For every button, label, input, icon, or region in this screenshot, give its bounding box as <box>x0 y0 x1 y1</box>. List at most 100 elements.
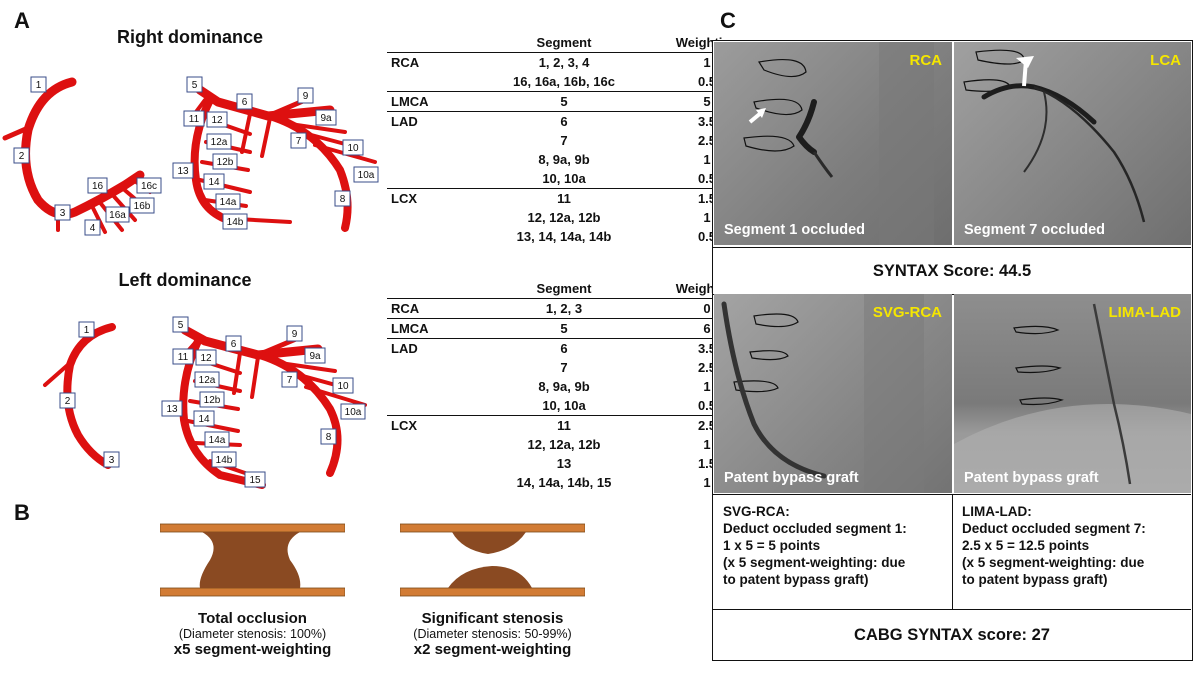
svg-text:14: 14 <box>198 414 210 425</box>
seg-label: 12b <box>199 391 225 408</box>
artery-cell <box>387 150 465 169</box>
seg-label: 15 <box>244 471 266 488</box>
svg-text:2: 2 <box>19 151 25 162</box>
lima-lad-angio-drawing <box>954 303 1191 493</box>
artery-cell: LMCA <box>387 318 465 339</box>
weighting-cell: 1.5 <box>697 456 717 471</box>
total-occlusion-caption: Total occlusion (Diameter stenosis: 100%… <box>140 610 365 658</box>
angiogram-lca: LCA Segment 7 occluded <box>954 42 1191 245</box>
seg-label: 14a <box>215 193 241 210</box>
svg-text:7: 7 <box>287 375 293 386</box>
header-artery <box>387 279 465 299</box>
weighting-cell: 1 <box>703 379 711 394</box>
lima-lad-note: LIMA-LAD: Deduct occluded segment 7: 2.5… <box>962 503 1192 588</box>
note-line: to patent bypass graft) <box>723 572 869 587</box>
right-segment-labels: 1 2 3 4 16 16a 16b 16c 5 6 9 9a 7 10 10a… <box>13 76 379 236</box>
header-segment: Segment <box>536 35 592 50</box>
lca-angio-drawing <box>963 49 1146 223</box>
panel-c-letter: C <box>720 8 736 33</box>
segment-cell: 8, 9a, 9b <box>538 152 590 167</box>
seg-label: 2 <box>13 147 30 164</box>
segment-cell: 5 <box>465 91 663 112</box>
rca-caption: Segment 1 occluded <box>724 222 866 238</box>
artery-cell: LMCA <box>387 91 465 112</box>
seg-label: 6 <box>236 93 253 110</box>
seg-label: 13 <box>172 162 194 179</box>
seg-label: 13 <box>161 400 183 417</box>
significant-stenosis-weighting: x2 segment-weighting <box>413 641 572 658</box>
left-dominance-title: Left dominance <box>118 270 252 290</box>
segment-cell: 10, 10a <box>542 398 586 413</box>
svg-text:13: 13 <box>177 166 189 177</box>
svg-text:16c: 16c <box>141 181 157 192</box>
weighting-cell: 1 <box>703 437 711 452</box>
seg-label: 11 <box>183 110 205 127</box>
svg-text:12b: 12b <box>217 157 234 168</box>
rca-angio-drawing <box>743 42 934 245</box>
svg-text:11: 11 <box>178 352 189 363</box>
svg-text:3: 3 <box>109 455 115 466</box>
panel-c-box: RCA Segment 1 occluded LCA Segment 7 occ… <box>712 40 1193 661</box>
weighting-cell: 0.5 <box>697 398 717 413</box>
svg-text:14b: 14b <box>227 217 244 228</box>
segment-cell: 11 <box>465 415 663 435</box>
seg-label: 9a <box>315 109 337 126</box>
seg-label: 16 <box>87 177 108 194</box>
weighting-cell: 1 <box>703 152 711 167</box>
svg-text:9a: 9a <box>309 351 321 362</box>
segment-cell: 1, 2, 3 <box>465 298 663 319</box>
segment-cell: 12, 12a, 12b <box>527 210 601 225</box>
table-row: 10, 10a 0.5 <box>387 396 751 416</box>
segment-cell: 13, 14, 14a, 14b <box>516 229 612 244</box>
seg-label: 14b <box>222 213 248 230</box>
svg-text:16b: 16b <box>134 201 151 212</box>
note-line: (x 5 segment-weighting: due <box>723 555 906 570</box>
svg-text:14a: 14a <box>220 197 237 208</box>
svg-text:9a: 9a <box>320 113 332 124</box>
weighting-cell: 0.5 <box>697 229 717 244</box>
artery-cell <box>387 358 465 377</box>
right-dominance-title: Right dominance <box>116 27 263 47</box>
panel-b-letter: B <box>14 500 30 525</box>
weighting-cell: 1 <box>703 475 711 490</box>
svg-text:5: 5 <box>178 320 184 331</box>
segment-cell: 11 <box>465 188 663 208</box>
svg-text:14: 14 <box>208 177 220 188</box>
svg-text:8: 8 <box>340 194 346 205</box>
svg-text:12a: 12a <box>199 375 216 386</box>
svg-text:1: 1 <box>36 80 42 91</box>
artery-cell <box>387 131 465 150</box>
segment-cell: 8, 9a, 9b <box>538 379 590 394</box>
seg-label: 12a <box>206 133 232 150</box>
svg-text:15: 15 <box>249 475 261 486</box>
significant-stenosis-illustration <box>400 523 585 597</box>
notes-divider-middle <box>952 494 953 609</box>
seg-label: 16b <box>129 197 155 214</box>
svg-text:12b: 12b <box>204 395 221 406</box>
svg-rca-note: SVG-RCA: Deduct occluded segment 1: 1 x … <box>723 503 951 588</box>
artery-cell: RCA <box>387 298 465 319</box>
svg-text:16a: 16a <box>109 210 126 221</box>
svg-text:6: 6 <box>231 339 237 350</box>
seg-label: 12 <box>195 349 217 366</box>
seg-label: 14a <box>204 431 230 448</box>
segment-cell: 7 <box>560 133 568 148</box>
note-line: Deduct occluded segment 1: <box>723 521 907 536</box>
artery-cell <box>387 473 465 492</box>
seg-label: 10a <box>340 403 366 420</box>
rca-vessel-label: RCA <box>909 52 943 69</box>
svg-rca-angio-drawing <box>721 294 924 493</box>
seg-label: 7 <box>281 371 298 388</box>
svg-text:11: 11 <box>189 114 200 125</box>
svg-text:6: 6 <box>242 97 248 108</box>
svg-text:10a: 10a <box>358 170 375 181</box>
svg-text:12: 12 <box>200 353 212 364</box>
artery-cell <box>387 377 465 396</box>
